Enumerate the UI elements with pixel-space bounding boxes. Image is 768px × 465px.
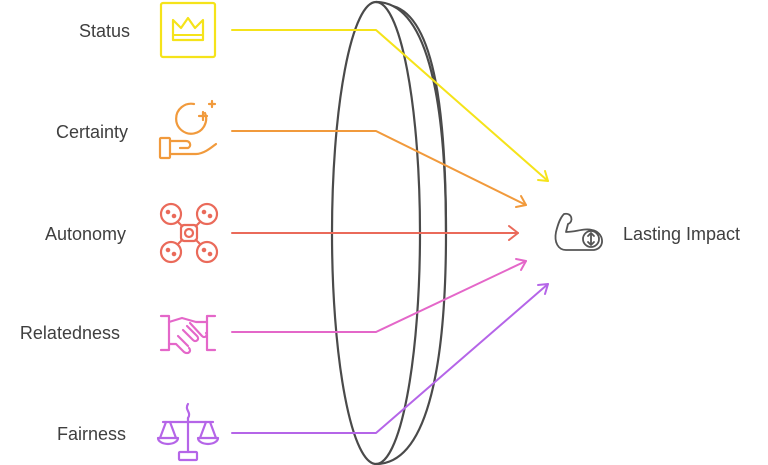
certainty-label: Certainty — [55, 122, 128, 142]
status-label: Status — [78, 21, 130, 41]
handshake-icon — [159, 314, 217, 355]
hand-holding-plus-icon — [158, 99, 218, 160]
arrow-certainty — [231, 130, 527, 208]
flexed-arm-icon — [554, 212, 603, 251]
crown-icon — [159, 1, 217, 59]
arrow-relatedness — [231, 258, 527, 333]
lasting-impact-label: Lasting Impact — [623, 224, 741, 244]
relatedness-label: Relatedness — [19, 323, 120, 343]
fairness-label: Fairness — [56, 424, 126, 444]
arrow-autonomy — [231, 225, 519, 241]
drone-icon — [159, 202, 219, 264]
arrow-fairness — [231, 283, 549, 434]
autonomy-label: Autonomy — [44, 224, 126, 244]
scales-icon — [156, 402, 220, 462]
arrow-status — [231, 29, 549, 182]
